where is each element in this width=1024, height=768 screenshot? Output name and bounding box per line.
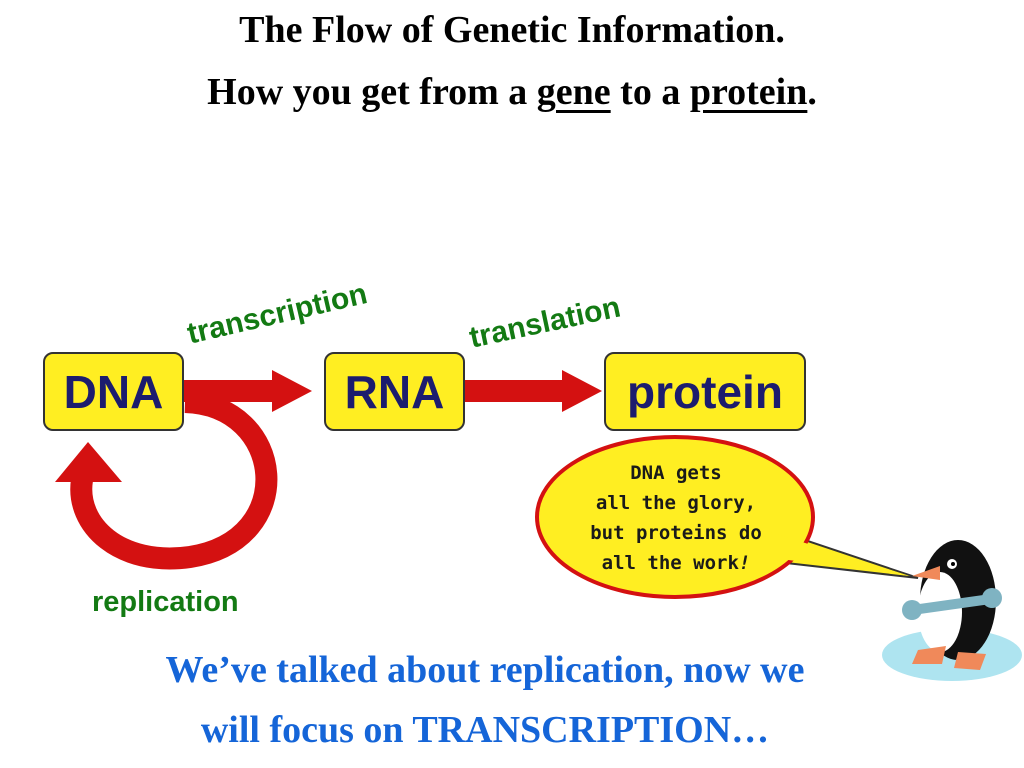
bubble-line-2: all the glory,: [595, 492, 757, 514]
protein-label: protein: [627, 365, 783, 418]
speech-bubble: [535, 435, 919, 599]
bubble-line-4: all the work!: [560, 548, 792, 578]
dna-node: DNA: [43, 352, 184, 431]
slide-title: The Flow of Genetic Information.: [239, 9, 785, 51]
translation-arrowhead: [562, 370, 602, 412]
footer-line-1: We’ve talked about replication, now we: [165, 649, 805, 691]
slide-subtitle: How you get from a gene to a protein.: [0, 70, 1024, 114]
gene-term: gene: [536, 71, 611, 113]
protein-term: protein: [689, 71, 808, 113]
rna-node: RNA: [324, 352, 465, 431]
bubble-line-4-emphasis: !: [738, 552, 751, 574]
subtitle-suffix: .: [807, 71, 817, 113]
protein-node: protein: [604, 352, 806, 431]
subtitle-prefix: How you get from a: [207, 71, 537, 113]
bubble-line-1: DNA gets: [630, 462, 722, 484]
transcription-arrow-shaft: [184, 380, 274, 402]
rna-label: RNA: [344, 365, 445, 418]
dna-label: DNA: [63, 365, 164, 418]
speech-bubble-text: DNA gets all the glory, but proteins do …: [560, 458, 792, 578]
footer-line-2: will focus on TRANSCRIPTION…: [200, 709, 770, 751]
translation-arrow-shaft: [462, 380, 564, 402]
transcription-arrowhead: [272, 370, 312, 412]
bubble-line-3: but proteins do: [590, 522, 762, 544]
penguin-with-wrench-icon: [882, 540, 1022, 681]
subtitle-middle: to a: [610, 71, 690, 113]
bubble-line-4-prefix: all the work: [601, 552, 739, 574]
replication-arrowhead: [55, 442, 122, 482]
replication-loop-arrow: [70, 391, 278, 570]
replication-label: replication: [92, 586, 239, 618]
